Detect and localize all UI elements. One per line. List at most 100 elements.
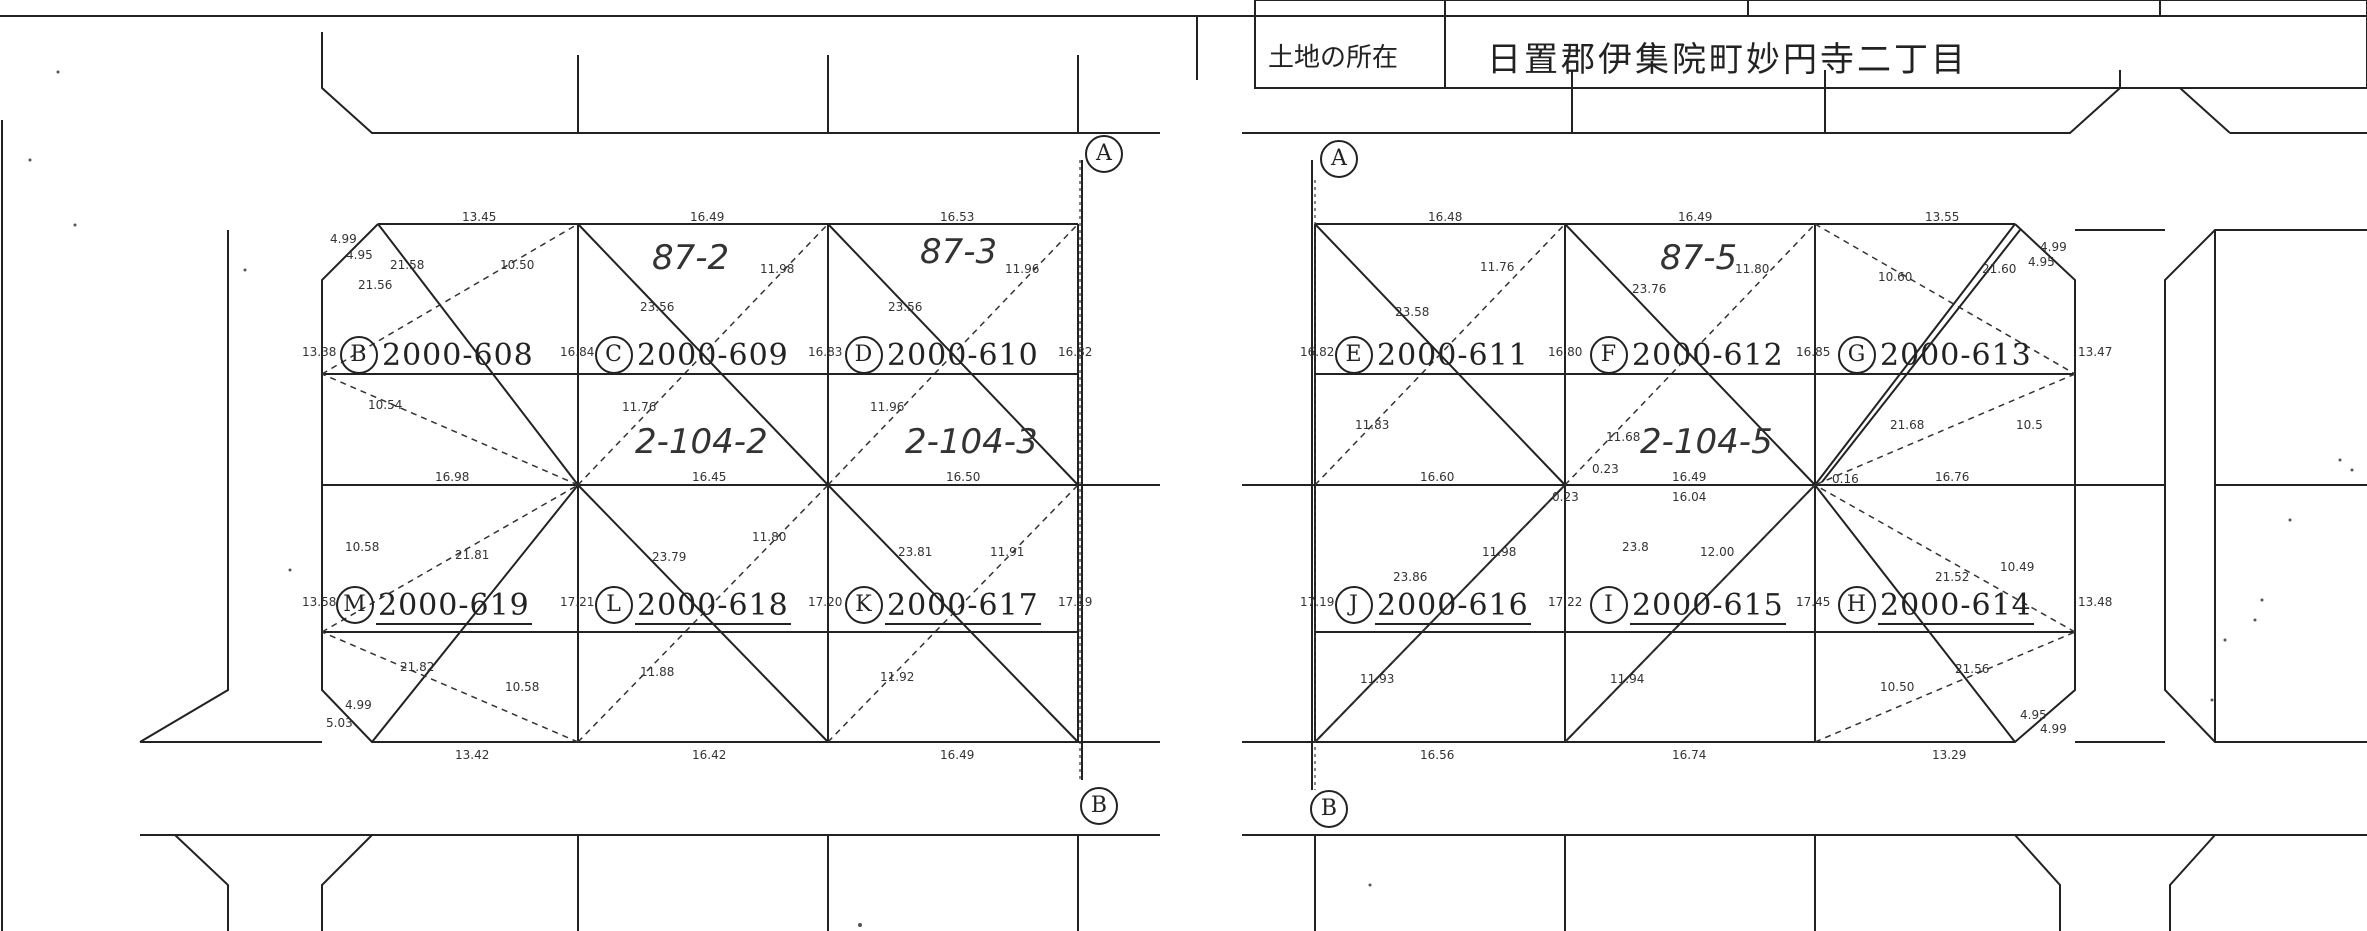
parcel-note: 2-104-5 [1640,422,1773,462]
dimension-label: 5.03 [326,716,353,730]
dimension-label: 13.48 [2078,595,2113,609]
dimension-label: 10.49 [2000,560,2035,574]
survey-point-b-right: B [1310,790,1348,828]
dimension-label: 4.95 [2028,255,2055,269]
dimension-label: 16.82 [1300,345,1335,359]
parcel-note: 87-3 [920,232,998,272]
dimension-label: 23.58 [1395,305,1430,319]
dimension-label: 17.45 [1796,595,1831,609]
dimension-label: 23.56 [888,300,923,314]
dimension-label: 16.74 [1672,748,1707,762]
dimension-label: 16.50 [946,470,981,484]
dimension-label: 0.16 [1832,472,1859,486]
dimension-label: 11.96 [870,400,905,414]
dimension-label: 10.50 [1880,680,1915,694]
dimension-label: 21.82 [400,660,435,674]
dimension-label: 11.76 [1480,260,1515,274]
road-edge [1242,70,2121,134]
dimension-label: 16.56 [1420,748,1455,762]
dimension-label: 0.23 [1592,462,1619,476]
dimension-label: 16.80 [1548,345,1583,359]
dimension-label: 21.81 [455,548,490,562]
survey-point-a-right: A [1320,140,1358,178]
dimension-label: 17.20 [808,595,843,609]
lot-line [321,223,1078,743]
dimension-label: 17.19 [1058,595,1093,609]
dimension-label: 16.60 [1420,470,1455,484]
dimension-label: 21.68 [1890,418,1925,432]
dimension-label: 13.29 [1932,748,1967,762]
dimension-label: 16.82 [1058,345,1093,359]
dimension-label: 11.88 [640,665,675,679]
dimension-label: 23.76 [1632,282,1667,296]
dimension-label: 17.21 [560,595,595,609]
dimension-label: 16.04 [1672,490,1707,504]
dimension-label: 13.42 [455,748,490,762]
dimension-label: 21.56 [1955,662,1990,676]
dimension-label: 21.58 [390,258,425,272]
dimension-label: 16.49 [1678,210,1713,224]
dimension-label: 16.42 [692,748,727,762]
dimension-label: 10.50 [500,258,535,272]
dimension-label: 13.58 [302,595,337,609]
dimension-label: 10.58 [345,540,380,554]
dimension-label: 4.99 [2040,240,2067,254]
dimension-label: 4.99 [345,698,372,712]
dimension-label: 16.49 [690,210,725,224]
dimension-label: 11.68 [1606,430,1641,444]
dimension-label: 13.47 [2078,345,2113,359]
dimension-label: 16.53 [940,210,975,224]
dimension-label: 13.38 [302,345,337,359]
parcel-note: 87-2 [652,238,730,278]
road-edge [321,32,1160,134]
header-table [1254,0,2367,89]
dimension-label: 23.81 [898,545,933,559]
dimension-label: 16.85 [1796,345,1831,359]
road-edge [139,230,229,743]
dimension-label: 13.45 [462,210,497,224]
dimension-label: 23.56 [640,300,675,314]
dimension-label: 16.84 [560,345,595,359]
dimension-label: 21.60 [1982,262,2017,276]
dimension-label: 11.93 [1360,672,1395,686]
location-value: 日置郡伊集院町妙円寺二丁目 [1487,40,1968,80]
dimension-label: 0.23 [1552,490,1579,504]
dimension-label: 10.60 [1878,270,1913,284]
dimension-label: 21.52 [1935,570,1970,584]
dimension-label: 11.80 [752,530,787,544]
parcel-note: 2-104-2 [635,422,768,462]
lot-line [1315,223,2076,743]
dimension-label: 11.92 [880,670,915,684]
dimension-label: 16.98 [435,470,470,484]
dimension-label: 11.96 [1005,262,1040,276]
dimension-label: 23.8 [1622,540,1649,554]
dimension-label: 16.45 [692,470,727,484]
road-edge [2179,87,2231,134]
survey-point-b-left: B [1080,787,1118,825]
dimension-label: 23.79 [652,550,687,564]
dimension-label: 11.80 [1735,262,1770,276]
dimension-label: 4.99 [330,232,357,246]
dimension-label: 13.55 [1925,210,1960,224]
dimension-label: 16.83 [808,345,843,359]
dimension-label: 11.91 [990,545,1025,559]
dimension-label: 21.56 [358,278,393,292]
survey-point-a-left: A [1085,135,1123,173]
parcel-note: 87-5 [1660,238,1738,278]
dimension-label: 12.00 [1700,545,1735,559]
dimension-label: 10.5 [2016,418,2043,432]
dimension-label: 17.22 [1548,595,1583,609]
dimension-label: 11.94 [1610,672,1645,686]
dimension-label: 11.98 [760,262,795,276]
